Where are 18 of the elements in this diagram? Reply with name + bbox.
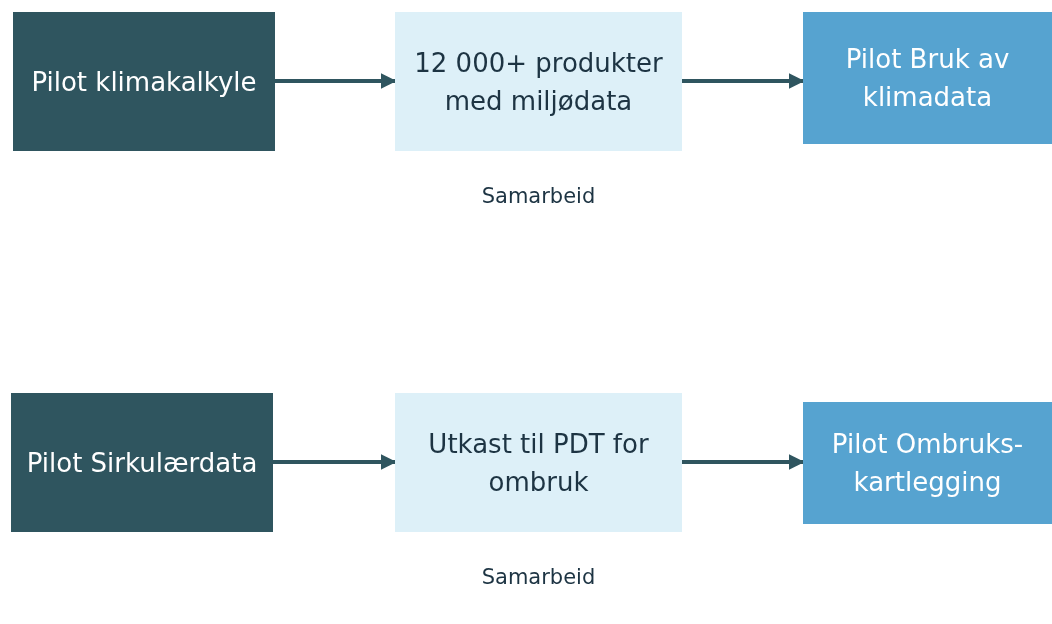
arrow <box>273 454 397 470</box>
note-text: Samarbeid <box>480 564 597 591</box>
box-label: Pilot Bruk av klimadata <box>844 43 1011 114</box>
box-label: 12 000+ produkter med miljødata <box>413 46 664 118</box>
arrow <box>275 73 397 89</box>
process-box <box>803 402 1052 524</box>
process-box <box>13 12 275 151</box>
process-box <box>395 12 682 151</box>
arrow <box>682 73 805 89</box>
box-label: Utkast til PDT for ombruk <box>427 427 650 499</box>
process-box <box>803 12 1052 144</box>
note-text: Samarbeid <box>480 183 597 210</box>
box-label: Pilot klimakalkyle <box>31 65 257 99</box>
process-box <box>395 393 682 532</box>
arrow <box>682 454 805 470</box>
box-label: Pilot Sirkulærdata <box>26 446 258 480</box>
box-label: Pilot Ombruks-kartlegging <box>830 428 1025 499</box>
process-box <box>11 393 273 532</box>
